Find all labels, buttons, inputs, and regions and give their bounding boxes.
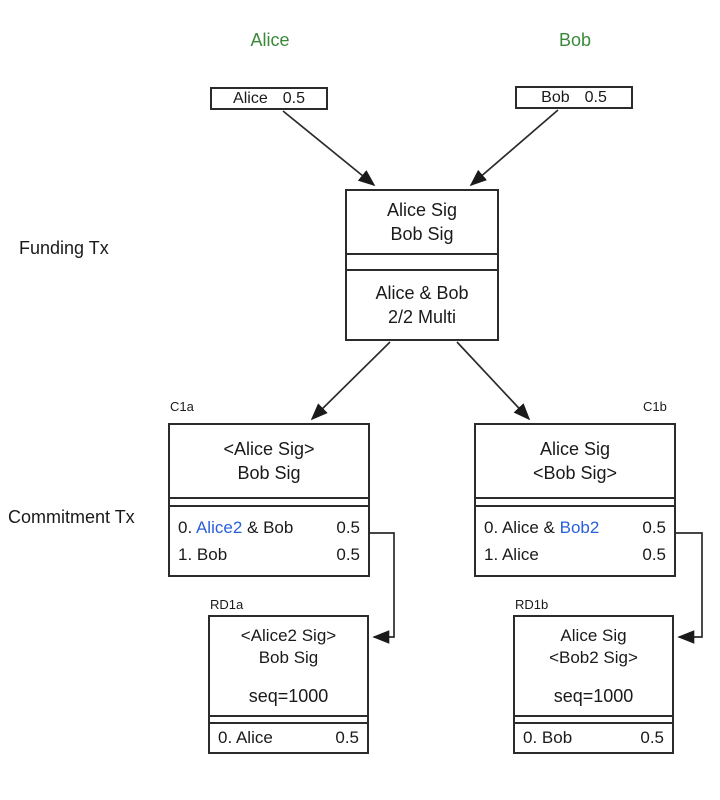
rd1b-output-name: 0. Bob: [523, 728, 573, 747]
rd1a-sigs: <Alice2 Sig> Bob Sig: [241, 617, 336, 669]
rd1b-output-amount: 0.5: [640, 728, 664, 747]
c1a-output-row-1: 1. Bob 0.5: [170, 541, 368, 568]
c1a-sigs: <Alice Sig> Bob Sig: [170, 425, 368, 497]
bob-input-box: Bob 0.5: [515, 86, 633, 109]
arrow-funding-to-c1b: [456, 341, 531, 421]
funding-sig-line1: Alice Sig: [386, 200, 458, 220]
c1a-sig-line1: <Alice Sig>: [223, 439, 315, 459]
rd1b-box: Alice Sig <Bob2 Sig> seq=1000 0. Bob 0.5: [513, 615, 674, 754]
commitment-tx-label: Commitment Tx: [8, 507, 135, 527]
c1a-box: <Alice Sig> Bob Sig 0. Alice2 & Bob 0.5 …: [168, 423, 370, 577]
alice-input-name: Alice: [233, 89, 268, 107]
rd1a-box: <Alice2 Sig> Bob Sig seq=1000 0. Alice 0…: [208, 615, 369, 754]
rd1b-output-row: 0. Bob 0.5: [515, 724, 672, 752]
c1b-sigs: Alice Sig <Bob Sig>: [476, 425, 674, 497]
bob-input-name: Bob: [541, 88, 570, 106]
rd1b-top-section: Alice Sig <Bob2 Sig> seq=1000: [515, 617, 672, 715]
rd1b-sequence: seq=1000: [553, 686, 634, 706]
rd1b-sigs: Alice Sig <Bob2 Sig>: [549, 617, 638, 669]
funding-tx-label: Funding Tx: [19, 238, 109, 258]
funding-script-line1: Alice & Bob: [375, 283, 469, 303]
c1a-output-1-amount: 0.5: [336, 545, 360, 564]
funding-tx-box: Alice Sig Bob Sig Alice & Bob 2/2 Multi: [345, 189, 499, 341]
c1a-sig-line2: Bob Sig: [237, 463, 301, 483]
rd1a-sig-line2: Bob Sig: [258, 648, 319, 667]
c1a-output-0-script: 0. Alice2 & Bob: [178, 518, 294, 537]
c1b-output-0-amount: 0.5: [642, 518, 666, 537]
funding-script: Alice & Bob 2/2 Multi: [347, 271, 497, 339]
arrow-alice-to-funding: [282, 110, 376, 187]
c1b-output-1-script: 1. Alice: [484, 545, 539, 564]
c1b-box: Alice Sig <Bob Sig> 0. Alice & Bob2 0.5 …: [474, 423, 676, 577]
funding-script-line2: 2/2 Multi: [387, 307, 457, 327]
alice-input-amount: 0.5: [282, 89, 305, 107]
c1b-output-row-0: 0. Alice & Bob2 0.5: [476, 514, 674, 541]
rd1a-top-section: <Alice2 Sig> Bob Sig seq=1000: [210, 617, 367, 715]
bob-input-amount: 0.5: [584, 88, 607, 106]
arrow-bob-to-funding: [469, 109, 559, 187]
funding-sig-line2: Bob Sig: [390, 224, 454, 244]
funding-separator: [347, 253, 497, 271]
rd1b-sig-line1: Alice Sig: [560, 626, 627, 645]
c1b-output-1-amount: 0.5: [642, 545, 666, 564]
c1a-separator: [170, 497, 368, 507]
alice-input-box: Alice 0.5: [210, 87, 328, 110]
c1b-output-0-script: 0. Alice & Bob2: [484, 518, 600, 537]
c1b-sig-line1: Alice Sig: [539, 439, 611, 459]
c1b-outputs: 0. Alice & Bob2 0.5 1. Alice 0.5: [476, 507, 674, 575]
c1b-separator: [476, 497, 674, 507]
rd1a-tag: RD1a: [210, 597, 244, 612]
rd1a-sig-line1: <Alice2 Sig>: [240, 626, 337, 645]
rd1a-separator: [210, 715, 367, 724]
party-label-alice: Alice: [250, 30, 290, 50]
funding-sigs: Alice Sig Bob Sig: [347, 191, 497, 253]
rd1b-sig-line2: <Bob2 Sig>: [549, 648, 638, 667]
rd1a-output-name: 0. Alice: [218, 728, 273, 747]
c1b-output-0-highlight: Bob2: [559, 518, 600, 537]
rd1a-sequence: seq=1000: [248, 686, 329, 706]
c1a-outputs: 0. Alice2 & Bob 0.5 1. Bob 0.5: [170, 507, 368, 575]
c1a-output-row-0: 0. Alice2 & Bob 0.5: [170, 514, 368, 541]
c1b-sig-line2: <Bob Sig>: [532, 463, 618, 483]
c1a-tag: C1a: [170, 399, 194, 414]
rd1a-output-row: 0. Alice 0.5: [210, 724, 367, 752]
c1a-output-1-script: 1. Bob: [178, 545, 228, 564]
c1a-output-0-highlight: Alice2: [195, 518, 243, 537]
connector-c1b-to-rd1b: [676, 532, 703, 644]
rd1a-output-amount: 0.5: [335, 728, 359, 747]
c1b-tag: C1b: [643, 399, 667, 414]
c1b-output-row-1: 1. Alice 0.5: [476, 541, 674, 568]
party-label-bob: Bob: [558, 30, 592, 50]
connector-c1a-to-rd1a: [370, 532, 395, 644]
rd1b-tag: RD1b: [515, 597, 549, 612]
c1a-output-0-amount: 0.5: [336, 518, 360, 537]
rd1b-separator: [515, 715, 672, 724]
arrow-funding-to-c1a: [310, 341, 391, 421]
